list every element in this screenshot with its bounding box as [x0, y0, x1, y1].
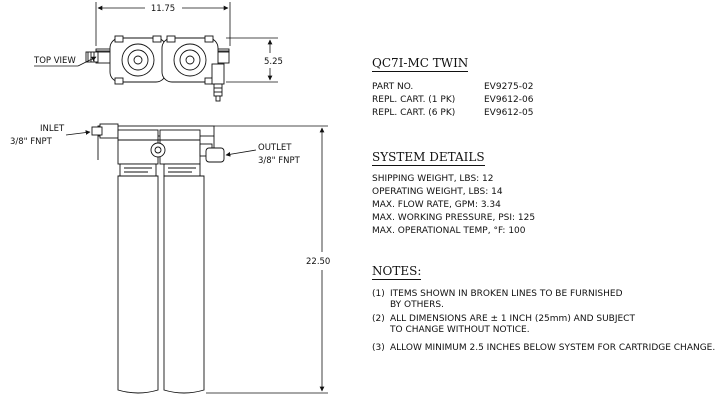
system-detail-line: MAX. WORKING PRESSURE, PSI: 125: [372, 213, 536, 223]
system-detail-line: OPERATING WEIGHT, LBS: 14: [372, 187, 503, 197]
note-text: ALL DIMENSIONS ARE ± 1 INCH (25mm) AND S…: [390, 314, 635, 324]
spec-value: EV9612-06: [484, 95, 534, 105]
spec-label: REPL. CART. (1 PK): [372, 95, 456, 105]
system-detail-line: MAX. OPERATIONAL TEMP, °F: 100: [372, 226, 526, 236]
spec-row-cart-6pk: REPL. CART. (6 PK) EV9612-05: [372, 108, 533, 118]
spec-value: EV9275-02: [484, 82, 534, 92]
note-item-3: (3) ALLOW MINIMUM 2.5 INCHES BELOW SYSTEM…: [372, 343, 715, 354]
front-view: [91, 123, 225, 394]
note-text-continued: BY OTHERS.: [390, 300, 444, 310]
inlet-size-label: 3/8" FNPT: [10, 137, 53, 147]
spec-label: REPL. CART. (6 PK): [372, 108, 456, 118]
system-detail-line: SHIPPING WEIGHT, LBS: 12: [372, 174, 494, 184]
system-detail-line: MAX. FLOW RATE, GPM: 3.34: [372, 200, 501, 210]
outlet-leader: [225, 149, 257, 157]
note-text: ALLOW MINIMUM 2.5 INCHES BELOW SYSTEM FO…: [390, 343, 716, 353]
note-number: (1): [372, 289, 385, 299]
depth-dimension: [226, 37, 278, 83]
width-dimension: [95, 2, 231, 46]
note-number: (2): [372, 314, 385, 324]
notes-heading: NOTES:: [372, 264, 422, 280]
note-text-continued: TO CHANGE WITHOUT NOTICE.: [390, 325, 530, 335]
outlet-size-label: 3/8" FNPT: [258, 156, 301, 166]
top-view: [85, 35, 230, 102]
outlet-label: OUTLET: [258, 143, 292, 153]
top-view-leader: [34, 56, 97, 67]
model-heading: QC7I-MC TWIN: [372, 56, 469, 72]
note-text: ITEMS SHOWN IN BROKEN LINES TO BE FURNIS…: [390, 289, 623, 299]
depth-dimension-label: 5.25: [264, 57, 283, 67]
width-dimension-label: 11.75: [151, 4, 175, 14]
spec-row-part-no: PART NO. EV9275-02: [372, 82, 533, 92]
note-item-2: (2) ALL DIMENSIONS ARE ± 1 INCH (25mm) AN…: [372, 314, 635, 336]
spec-label: PART NO.: [372, 82, 414, 92]
top-view-label: TOP VIEW: [33, 56, 76, 66]
note-number: (3): [372, 343, 385, 353]
spec-row-cart-1pk: REPL. CART. (1 PK) EV9612-06: [372, 95, 533, 105]
system-details-heading: SYSTEM DETAILS: [372, 150, 485, 166]
inlet-leader: [65, 130, 91, 136]
inlet-label: INLET: [40, 124, 65, 134]
note-item-1: (1) ITEMS SHOWN IN BROKEN LINES TO BE FUR…: [372, 289, 623, 311]
spec-value: EV9612-05: [484, 108, 534, 118]
height-dimension: [206, 125, 328, 394]
height-dimension-label: 22.50: [306, 257, 330, 267]
